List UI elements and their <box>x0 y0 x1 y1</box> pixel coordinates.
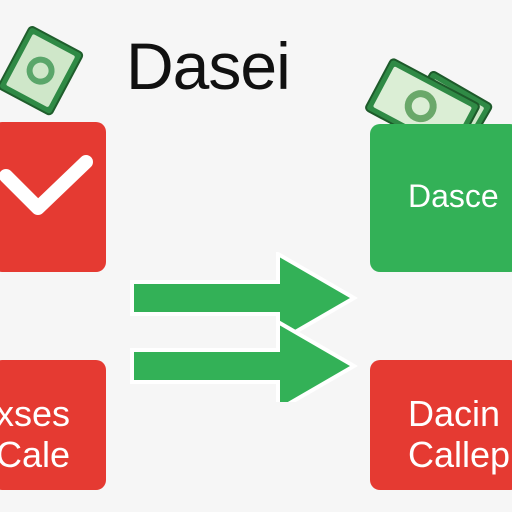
red-card-bottom-right <box>370 360 512 490</box>
red-card-bottom-left <box>0 360 106 490</box>
red-card-bottom-left-line1: xses <box>0 393 71 434</box>
page-title: Dasei <box>126 29 291 103</box>
checkmark-icon <box>0 155 93 215</box>
red-card-bottom-right-line1: Dacin <box>408 393 501 434</box>
red-card-bottom-right-line2: Callep <box>408 434 511 475</box>
green-card <box>370 124 512 272</box>
red-card-bottom-left-line2: Cale <box>0 434 71 475</box>
banknote-icon <box>0 26 84 116</box>
green-card-label: Dasce <box>408 178 499 214</box>
double-arrow-icon <box>130 252 358 402</box>
